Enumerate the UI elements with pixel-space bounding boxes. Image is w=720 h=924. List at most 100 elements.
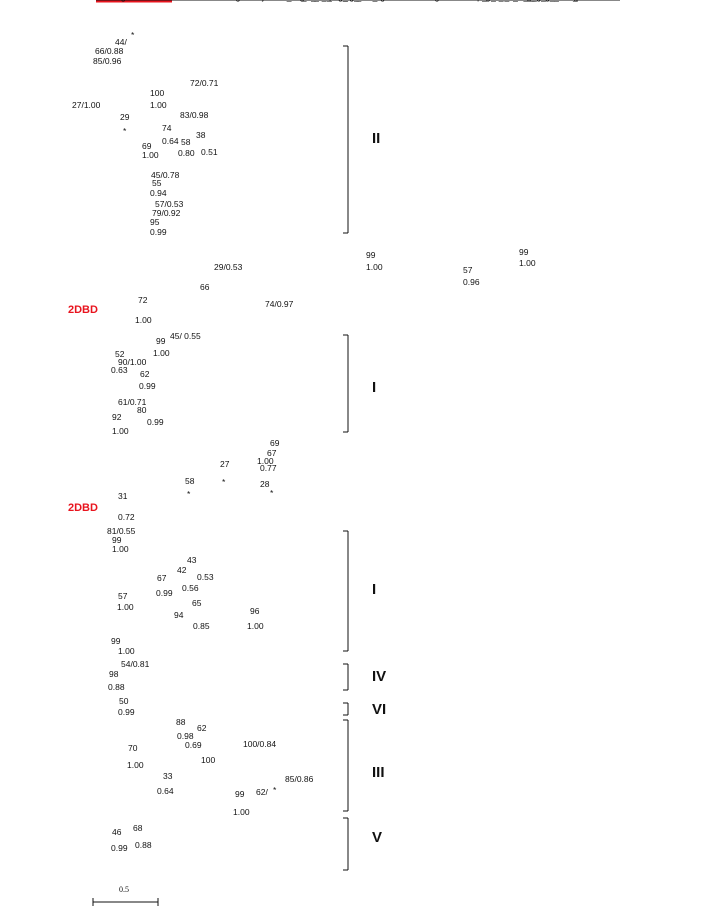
- taxon-label: dDSF: [154, 0, 176, 2]
- support-value: 85/0.96: [93, 56, 122, 66]
- support-value: 0.99: [139, 381, 156, 391]
- taxon-label: hRARa: [532, 0, 560, 2]
- support-value: 95: [150, 217, 160, 227]
- support-value: 70: [128, 743, 138, 753]
- taxon-label: hHNF4g: [94, 0, 126, 2]
- taxon-label: Sm2DBDa_2nd: [451, 0, 510, 2]
- support-value: 58: [185, 476, 195, 486]
- taxon-label: DHR38: [660, 0, 688, 2]
- support-value: 1.00: [112, 544, 129, 554]
- taxon-label: hRXRb: [204, 0, 232, 2]
- support-value: 52: [115, 349, 125, 359]
- taxon-label: dEcR: [630, 0, 651, 2]
- support-value: 58: [181, 137, 191, 147]
- taxon-label: Se2DBDg_2nd: [512, 0, 569, 2]
- taxon-label: hTLX: [135, 0, 156, 2]
- support-value: 68: [133, 823, 143, 833]
- support-value: 79/0.92: [152, 208, 181, 218]
- support-value: 0.51: [201, 147, 218, 157]
- support-value: 99: [156, 336, 166, 346]
- taxon-label: hNURR1: [677, 0, 711, 2]
- support-value: 0.72: [118, 512, 135, 522]
- support-value: 69: [142, 141, 152, 151]
- support-value: 57: [118, 591, 128, 601]
- support-value: 0.80: [178, 148, 195, 158]
- taxon-label: hPXR: [561, 0, 583, 2]
- support-value: 0.53: [197, 572, 214, 582]
- support-value: 1.00: [150, 100, 167, 110]
- support-value: 29: [120, 112, 130, 122]
- taxon-label: dE75: [381, 0, 401, 2]
- support-value: 65: [192, 598, 202, 608]
- support-value: *: [123, 126, 127, 136]
- taxon-label: dHNF4: [104, 0, 131, 2]
- taxon-label: hVDR: [569, 0, 592, 2]
- support-value: 62: [197, 723, 207, 733]
- support-value: 29/0.53: [214, 262, 243, 272]
- support-value: 99: [112, 535, 122, 545]
- support-value: 0.63: [111, 365, 128, 375]
- support-value: 0.69: [185, 740, 202, 750]
- support-value: 0.94: [150, 188, 167, 198]
- support-value: 0.85: [193, 621, 210, 631]
- taxon-label: hEAR2: [73, 0, 100, 2]
- taxon-label: Se2DBDa_2nd: [461, 0, 518, 2]
- support-value: 1.00: [117, 602, 134, 612]
- support-value: 57: [463, 265, 473, 275]
- taxon-label: SVP: [45, 0, 62, 2]
- support-value: 45/0.78: [151, 170, 180, 180]
- support-value: 46: [112, 827, 122, 837]
- support-value: *: [270, 488, 274, 498]
- taxon-label: hREVERB-b: [371, 0, 419, 2]
- highlight-label-2dbd: 2DBD: [68, 304, 98, 316]
- support-value: 1.00: [135, 315, 152, 325]
- support-value: 81/0.55: [107, 526, 136, 536]
- support-value: *: [273, 785, 277, 795]
- support-value: 0.88: [108, 682, 125, 692]
- taxon-label: Lg2DBD_1st_C464: [295, 0, 369, 2]
- support-value: 88: [176, 717, 186, 727]
- taxon-label: Sm2DBDg_1st: [314, 0, 371, 2]
- support-value: 69: [270, 438, 280, 448]
- support-value: 33: [163, 771, 173, 781]
- support-value: 0.96: [463, 277, 480, 287]
- support-value: 43: [187, 555, 197, 565]
- support-value: 1.00: [519, 258, 536, 268]
- support-value: 99: [366, 250, 376, 260]
- support-value: 72/0.71: [190, 78, 219, 88]
- taxon-label: hNOR1: [668, 0, 697, 2]
- support-value: 1.00: [118, 646, 135, 656]
- support-value: 98: [109, 669, 119, 679]
- support-value: 100/0.84: [243, 739, 276, 749]
- support-value: 0.99: [118, 707, 135, 717]
- support-value: *: [187, 489, 191, 499]
- taxon-label: Sm2DBDg_2nd: [501, 0, 560, 2]
- taxon-label: DHR78: [184, 0, 212, 2]
- taxon-label: USP: [232, 0, 250, 2]
- taxon-label: Se2DBDg_1st: [305, 0, 360, 2]
- taxon-label: Sm2DBDb_2nd: [442, 0, 501, 2]
- support-value: 1.00: [366, 262, 383, 272]
- support-value: 55: [152, 178, 162, 188]
- clade-group-label: VI: [372, 701, 386, 718]
- taxon-label: hTR4: [193, 0, 214, 2]
- clade-group-label: IV: [372, 668, 386, 685]
- clade-group-label: II: [372, 130, 380, 147]
- support-value: 67: [157, 573, 167, 583]
- clade-group-label: I: [372, 379, 376, 396]
- support-value: 0.99: [111, 843, 128, 853]
- taxon-label: Lg2DBD_2nd_C464: [481, 0, 557, 2]
- support-value: 1.00: [233, 807, 250, 817]
- support-value: 99: [235, 789, 245, 799]
- support-value: *: [131, 30, 135, 40]
- taxon-label: Dp2DBD_2nd_C60: [471, 0, 544, 2]
- taxon-label: Se2DBDa_1st: [284, 0, 339, 2]
- clade-group-label: I: [372, 581, 376, 598]
- support-value: 1.00: [247, 621, 264, 631]
- support-value: 72: [138, 295, 148, 305]
- support-value: 0.64: [162, 136, 179, 146]
- support-value: 42: [177, 565, 187, 575]
- support-value: 62/: [256, 787, 268, 797]
- taxon-label: hLXRb: [620, 0, 646, 2]
- support-value: *: [222, 477, 226, 487]
